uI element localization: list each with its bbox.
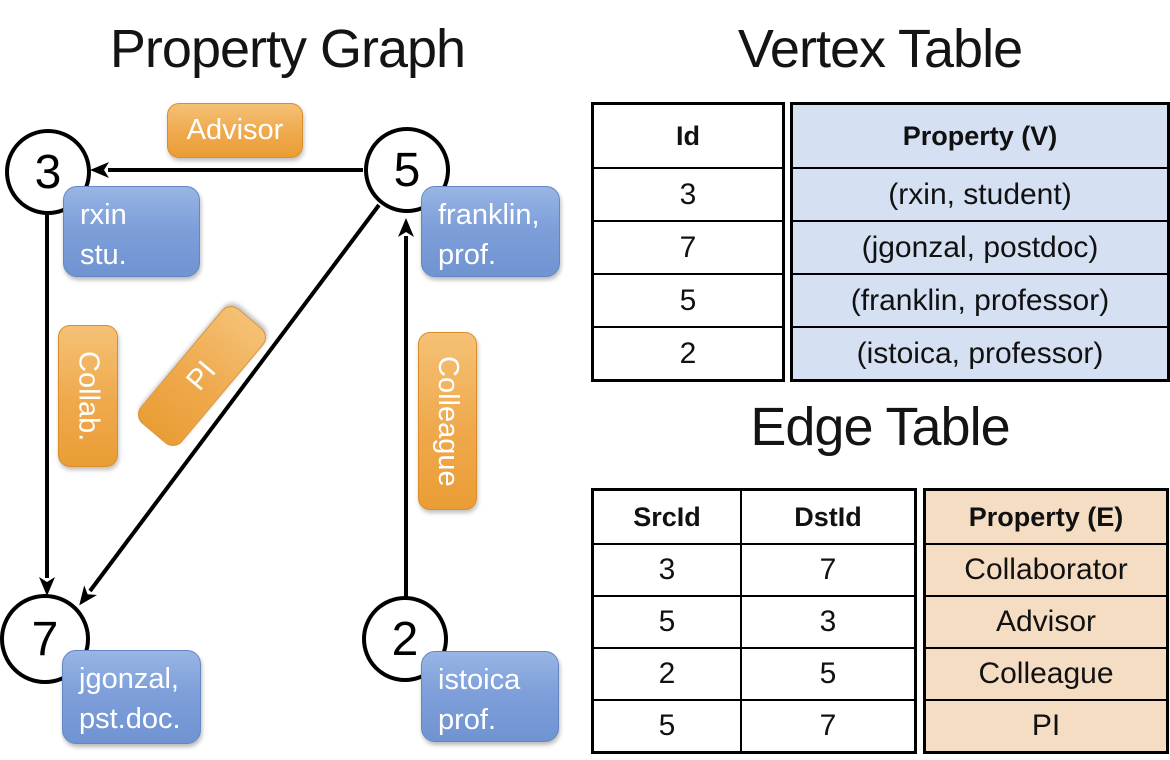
vertex-property-cell: (istoica, professor) (793, 326, 1167, 379)
vertex-label-franklin: franklin, prof. (421, 186, 560, 277)
vertex-property-cell: (franklin, professor) (793, 273, 1167, 326)
edge-arrow-5-to-7 (79, 203, 381, 606)
vertex-table-title: Vertex Table (737, 19, 1023, 79)
edge-src-cell: 2 (594, 647, 740, 699)
vertex-id-cell: 2 (594, 326, 782, 379)
edge-table-header-srcid: SrcId (633, 501, 701, 532)
edge-property-cell: Colleague (926, 647, 1166, 699)
vertex-id-cell: 7 (594, 220, 782, 273)
edge-src-cell: 5 (594, 699, 740, 751)
edge-dst-cell: 3 (742, 595, 914, 647)
edge-property-cell: Collaborator (926, 543, 1166, 595)
vertex-label-istoica: istoica prof. (421, 651, 559, 742)
vertex-label-jgonzal: jgonzal, pst.doc. (62, 650, 201, 744)
graph-edges (39, 162, 414, 606)
vertex-property-cell: (rxin, student) (793, 167, 1167, 220)
edge-dst-cell: 5 (742, 647, 914, 699)
edge-table-header-property: Property (E) (926, 491, 1166, 543)
vertex-label-line: istoica (438, 664, 521, 696)
edge-label-colleague: Colleague (418, 332, 477, 510)
edge-label-collab: Collab. (58, 325, 118, 467)
vertex-id-cell: 3 (594, 167, 782, 220)
vertex-label-line: prof. (438, 704, 497, 736)
vertex-label-line: prof. (438, 239, 497, 271)
vertex-label-rxin: rxin stu. (63, 186, 200, 277)
edge-table: SrcId 3 5 2 5 DstId 7 3 5 7 Property (E)… (591, 488, 1169, 754)
edge-property-cell: Advisor (926, 595, 1166, 647)
edge-src-cell: 3 (594, 543, 740, 595)
edge-table-header-dstid: DstId (794, 501, 862, 532)
edge-src-cell: 5 (594, 595, 740, 647)
edge-table-title: Edge Table (750, 397, 1010, 457)
vertex-table-header-id: Id (676, 120, 700, 151)
graph-node-5: 5 (364, 127, 450, 213)
edge-property-cell: PI (926, 699, 1166, 751)
vertex-label-line: pst.doc. (79, 703, 181, 735)
edge-label-advisor: Advisor (167, 103, 303, 158)
vertex-label-line: jgonzal, (79, 663, 179, 695)
graph-node-2: 2 (362, 596, 448, 682)
vertex-table: Id 3 7 5 2 Property (V) (rxin, student) … (591, 102, 1170, 382)
vertex-label-line: rxin (80, 199, 127, 231)
vertex-id-cell: 5 (594, 273, 782, 326)
vertex-table-header-property: Property (V) (793, 105, 1167, 167)
vertex-property-cell: (jgonzal, postdoc) (793, 220, 1167, 273)
edge-dst-cell: 7 (742, 543, 914, 595)
edge-dst-cell: 7 (742, 699, 914, 751)
vertex-label-line: franklin, (438, 199, 540, 231)
vertex-label-line: stu. (80, 239, 127, 271)
property-graph-title: Property Graph (109, 19, 466, 79)
